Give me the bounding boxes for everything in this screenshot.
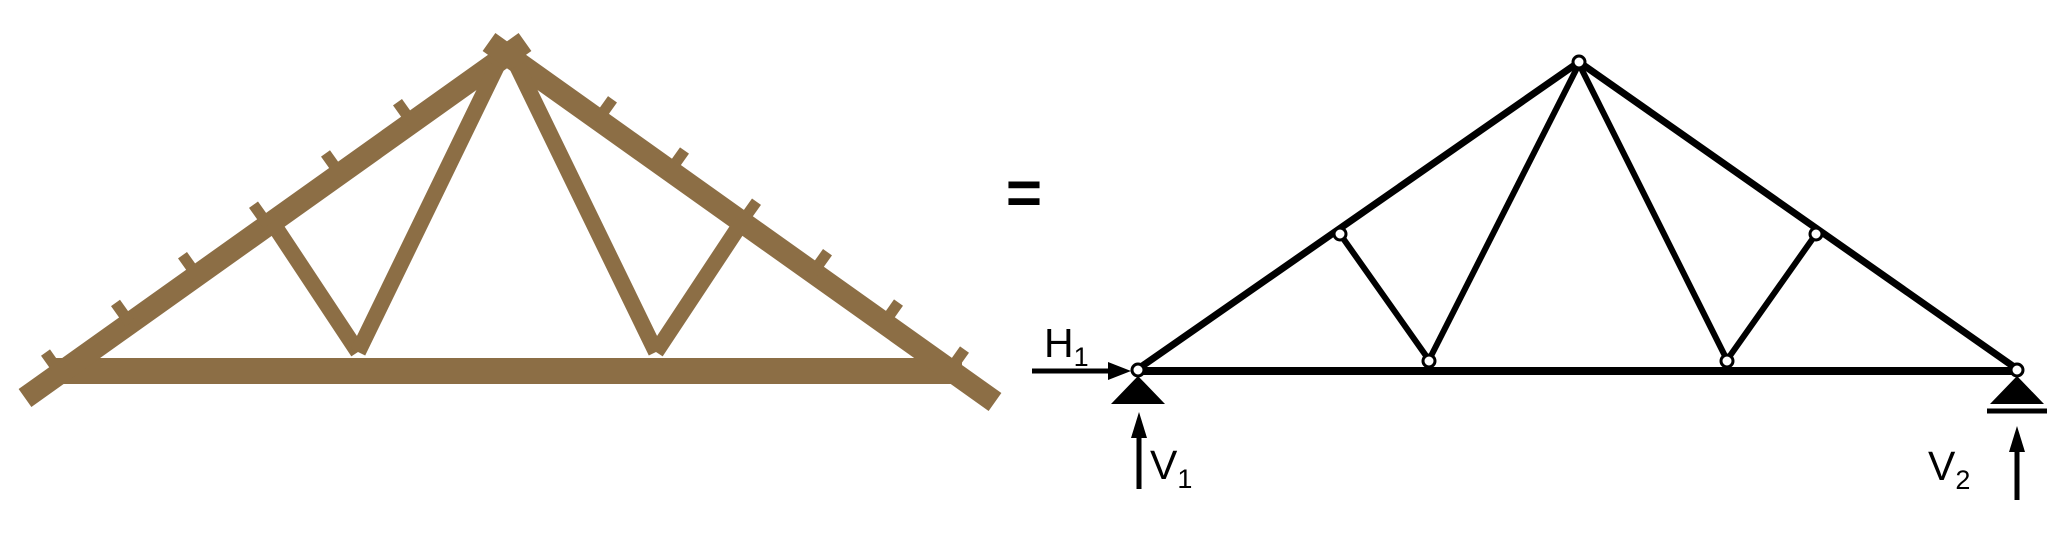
- pin-joints: [1130, 54, 2025, 378]
- joint-mid-chord-left: [1332, 226, 1348, 242]
- wood-web-left-inner: [350, 62, 505, 356]
- supports: [1111, 376, 2044, 404]
- force-labels: H1 V1 V2: [1044, 320, 1970, 495]
- roller-support-icon: [1990, 376, 2044, 404]
- purlin-tab: [41, 349, 65, 377]
- member-web-right-outer: [1724, 232, 1819, 362]
- purlin-tab: [945, 346, 969, 374]
- purlin-tab: [111, 299, 135, 327]
- purlin-tab: [879, 299, 903, 327]
- member-web-left-outer: [1337, 232, 1432, 362]
- joint-left-support: [1130, 362, 1146, 378]
- pin-support-icon: [1111, 376, 1165, 404]
- joint-mid-chord-right: [1808, 226, 1824, 242]
- joint-bottom-left: [1421, 353, 1437, 369]
- member-web-right-inner: [1576, 62, 1730, 362]
- reaction-arrows: [1032, 362, 2025, 500]
- truss-members: [1136, 59, 2020, 375]
- joint-bottom-right: [1719, 353, 1735, 369]
- wood-web-right-outer: [649, 217, 749, 357]
- wood-left-rafter: [18, 33, 532, 407]
- purlin-tab: [737, 198, 761, 226]
- v1-arrowhead-icon: [1131, 412, 1147, 438]
- member-top-chord-left: [1136, 59, 1581, 372]
- member-top-chord-right: [1576, 59, 2020, 372]
- wood-web-left-outer: [265, 217, 365, 357]
- h1-arrowhead-icon: [1108, 362, 1131, 380]
- wooden-truss-illustration: [18, 33, 1002, 411]
- v1-label: V1: [1150, 442, 1192, 494]
- truss-free-body-diagram: H1 V1 V2: [1032, 54, 2047, 500]
- v2-label: V2: [1928, 443, 1970, 495]
- member-web-left-inner: [1426, 62, 1582, 362]
- h1-label: H1: [1044, 320, 1089, 372]
- purlin-tabs-right: [593, 96, 969, 374]
- purlin-tab: [178, 252, 202, 279]
- purlin-tab: [808, 249, 832, 276]
- purlin-tab: [665, 147, 689, 175]
- joint-apex: [1571, 54, 1587, 70]
- purlin-tab: [393, 99, 417, 126]
- purlin-tabs-left: [41, 99, 417, 377]
- joint-right-support: [2009, 362, 2025, 378]
- equals-sign: =: [1006, 159, 1042, 228]
- v2-arrowhead-icon: [2009, 426, 2025, 452]
- purlin-tab: [593, 96, 617, 123]
- wood-web-right-inner: [509, 62, 664, 356]
- purlin-tab: [321, 150, 345, 177]
- purlin-tab: [249, 201, 273, 229]
